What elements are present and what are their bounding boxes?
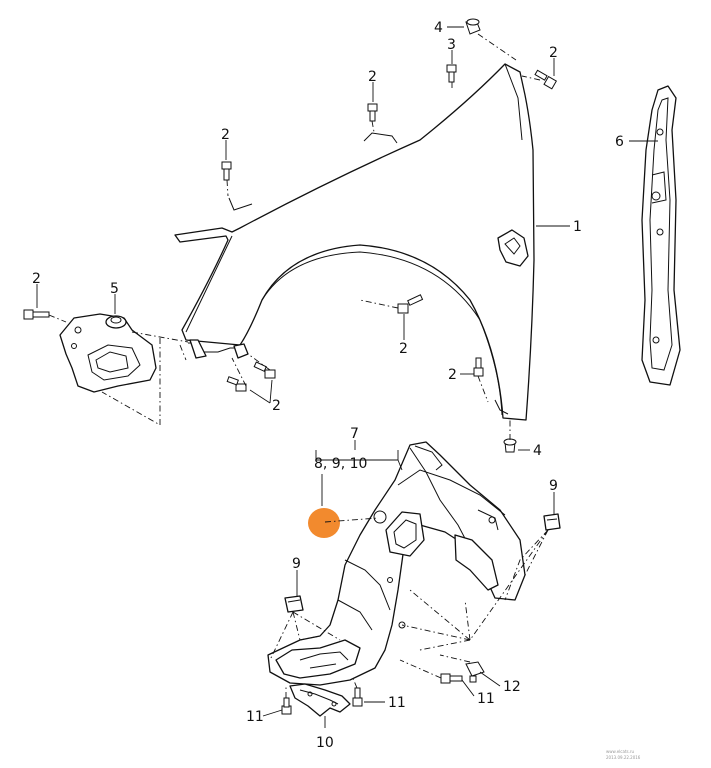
callout-1: 1 (573, 219, 582, 235)
callout-8-9-10: 8, 9, 10 (314, 456, 367, 472)
bolt-right-lower[interactable] (473, 357, 484, 377)
fender-seal-strip[interactable] (641, 85, 681, 386)
callout-5: 5 (110, 281, 119, 297)
callout-2-top-right: 2 (549, 45, 558, 61)
callout-11-left: 11 (246, 709, 264, 725)
watermark-line-1: www.elcats.ru (606, 749, 635, 754)
watermark: www.elcats.ru 2013.09.22.2016 (606, 749, 641, 760)
bolt-top-3[interactable] (446, 64, 457, 83)
callout-2-right: 2 (448, 367, 457, 383)
callout-10: 10 (316, 735, 334, 751)
callout-6: 6 (615, 134, 624, 150)
callout-9-right: 9 (549, 478, 558, 494)
callout-4-bottom: 4 (533, 443, 542, 459)
callout-11-center: 11 (388, 695, 406, 711)
bolt-wheel-arch[interactable] (397, 294, 424, 314)
assembly-lines (48, 33, 549, 698)
callout-7: 7 (350, 426, 359, 442)
bolt-top-right[interactable] (534, 69, 558, 90)
leader-lines (36, 26, 658, 728)
callout-2-top-center: 2 (368, 69, 377, 85)
fender-panel[interactable] (174, 63, 535, 421)
callout-3: 3 (447, 37, 456, 53)
callout-4-top: 4 (434, 20, 443, 36)
wheel-housing-liner[interactable] (267, 441, 526, 686)
expanding-nut-top[interactable] (465, 18, 481, 35)
callout-2-lower: 2 (272, 398, 281, 414)
clip-12[interactable] (465, 661, 485, 683)
bolt-top-left[interactable] (221, 161, 232, 181)
screw-11-left[interactable] (281, 697, 292, 715)
callout-2-arch: 2 (399, 341, 408, 357)
bolt-bracket-left[interactable] (23, 309, 50, 320)
callout-2-bracket: 2 (32, 271, 41, 287)
bolt-lower-b[interactable] (253, 361, 276, 379)
callout-12: 12 (503, 679, 521, 695)
lower-trim-piece[interactable] (289, 683, 351, 717)
callout-labels: 1 6 4 3 2 2 2 2 5 2 2 2 4 7 8, 9, 10 9 9… (32, 20, 624, 751)
screw-11-center[interactable] (352, 687, 363, 707)
callout-11-right: 11 (477, 691, 495, 707)
callout-9-left: 9 (292, 556, 301, 572)
bolt-top-center[interactable] (367, 103, 378, 122)
speed-clip-left[interactable] (284, 595, 304, 613)
screw-11-right[interactable] (440, 673, 463, 684)
expanding-nut-bottom[interactable] (503, 438, 517, 453)
callout-2-top-left: 2 (221, 127, 230, 143)
speed-clip-right[interactable] (543, 513, 561, 531)
highlighted-cover-cap[interactable] (308, 508, 340, 538)
mounting-bracket[interactable] (59, 313, 157, 393)
bolt-lower-a[interactable] (226, 376, 247, 392)
watermark-line-2: 2013.09.22.2016 (606, 755, 641, 760)
